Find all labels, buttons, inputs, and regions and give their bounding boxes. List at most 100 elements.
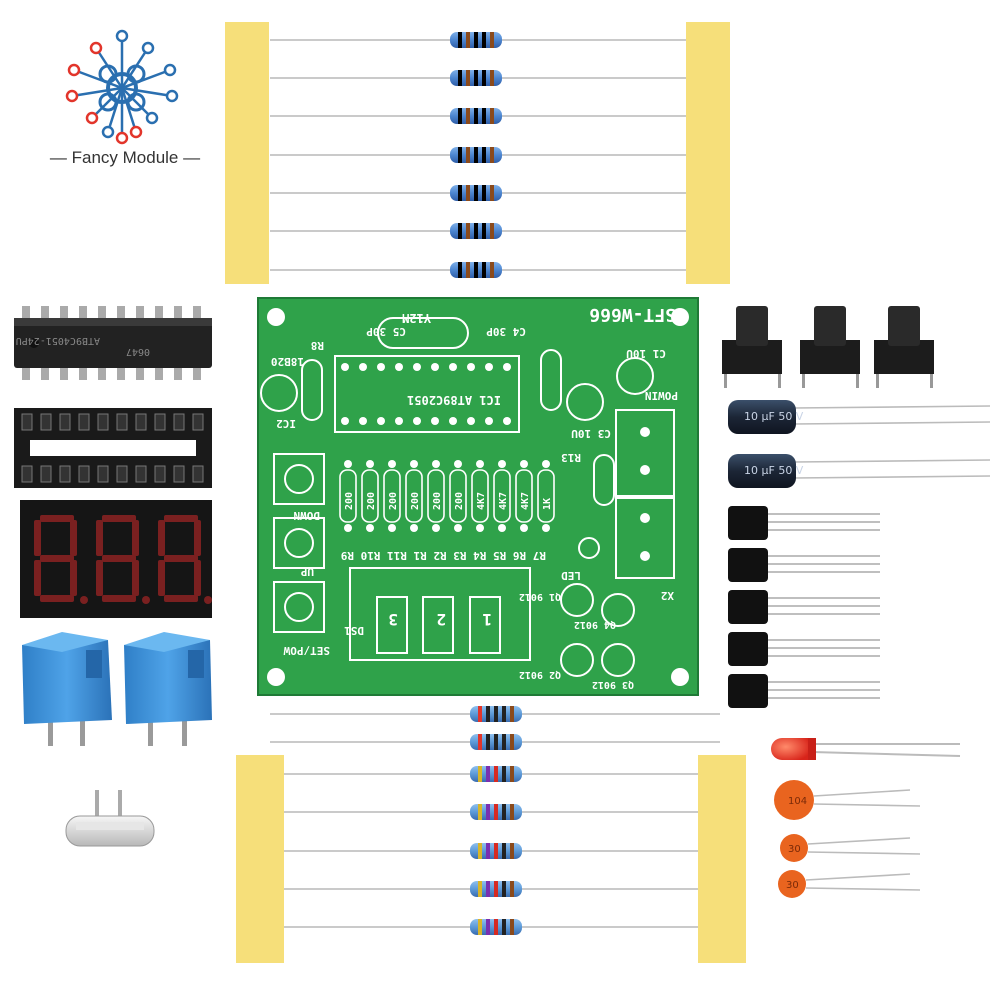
resistor-band bbox=[502, 706, 506, 722]
ceramic-lead bbox=[805, 887, 921, 891]
mcu-pad bbox=[341, 363, 349, 371]
display-segment bbox=[194, 520, 201, 556]
brand-label: Fancy Module bbox=[71, 148, 179, 167]
pcb-resistor-outline bbox=[405, 469, 423, 523]
pcb-resistor-value: 200 bbox=[454, 492, 465, 510]
display-segment bbox=[96, 520, 103, 556]
ic-socket bbox=[14, 408, 212, 488]
ceramic-lead bbox=[807, 837, 911, 845]
ic-pin bbox=[193, 306, 201, 320]
resistor-band bbox=[466, 223, 470, 239]
pcb-resistor-value: 1K bbox=[542, 498, 553, 510]
display-segment bbox=[34, 560, 41, 596]
resistor-band bbox=[466, 185, 470, 201]
button-leg bbox=[876, 370, 879, 388]
pcb-powin: POWIN bbox=[645, 389, 678, 402]
resistor-band bbox=[490, 223, 494, 239]
resistor-strip-bottom bbox=[236, 706, 746, 963]
resistor bbox=[270, 32, 686, 48]
mcu-pad bbox=[377, 363, 385, 371]
pcb-pad bbox=[366, 524, 374, 532]
pcb-led: LED bbox=[561, 569, 581, 582]
pcb-resistor-outline bbox=[471, 469, 489, 523]
socket-slot bbox=[59, 465, 71, 483]
socket-slot bbox=[135, 465, 147, 483]
display-segment bbox=[102, 515, 136, 522]
resistor-band bbox=[490, 262, 494, 278]
resistor-band bbox=[466, 108, 470, 124]
ic-code: 0647 bbox=[126, 346, 150, 357]
resistor-band bbox=[466, 147, 470, 163]
pcb-pad bbox=[520, 524, 528, 532]
display-segment bbox=[96, 560, 103, 596]
socket-slot bbox=[78, 465, 90, 483]
transistor-strip bbox=[728, 506, 880, 708]
ic-pin bbox=[60, 366, 68, 380]
resistor-band bbox=[494, 766, 498, 782]
mcu-pad bbox=[413, 363, 421, 371]
pcb-pad bbox=[432, 524, 440, 532]
resistor bbox=[270, 185, 686, 201]
resistor-band bbox=[482, 32, 486, 48]
tactile-buttons bbox=[722, 306, 934, 388]
dip-ic: ATB9C4051-24PU 0647 bbox=[14, 306, 212, 380]
resistor-band bbox=[486, 843, 490, 859]
button-leg bbox=[930, 370, 933, 388]
resistor-strip-top bbox=[225, 22, 730, 284]
display-segment bbox=[194, 560, 201, 596]
ceramic-body bbox=[774, 780, 814, 820]
resistor bbox=[284, 919, 698, 935]
cap-body bbox=[728, 454, 796, 488]
ic-pin bbox=[22, 366, 30, 380]
socket-slot bbox=[135, 413, 147, 431]
pcb-pad bbox=[410, 524, 418, 532]
mcu-pad bbox=[341, 417, 349, 425]
resistor-band bbox=[486, 804, 490, 820]
ceramic-marking: 104 bbox=[788, 796, 807, 807]
mcu-pad bbox=[449, 363, 457, 371]
button-cap bbox=[736, 306, 768, 346]
pcb-pad bbox=[498, 460, 506, 468]
pcb-ic2: IC2 bbox=[276, 417, 296, 430]
resistor-band bbox=[502, 766, 506, 782]
resistor-band bbox=[486, 706, 490, 722]
resistor-band bbox=[458, 70, 462, 86]
pcb-resistor-value: 4K7 bbox=[498, 492, 509, 510]
display-segment bbox=[158, 560, 165, 596]
socket-slot bbox=[78, 413, 90, 431]
pcb-c3: C3 10U bbox=[571, 427, 611, 440]
ic-pin bbox=[193, 366, 201, 380]
display-segment bbox=[40, 555, 74, 562]
resistor-band bbox=[482, 70, 486, 86]
resistor-band bbox=[494, 706, 498, 722]
resistor-band bbox=[510, 919, 514, 935]
resistor-band bbox=[458, 32, 462, 48]
mcu-pad bbox=[485, 417, 493, 425]
resistor-band bbox=[510, 766, 514, 782]
cap-lead bbox=[793, 475, 991, 479]
button-leg bbox=[856, 370, 859, 388]
resistor-band bbox=[494, 804, 498, 820]
display-segment bbox=[102, 555, 136, 562]
pcb-pad bbox=[344, 460, 352, 468]
pcb-pad bbox=[454, 524, 462, 532]
ic-pin bbox=[155, 366, 163, 380]
resistor-band bbox=[502, 843, 506, 859]
cap-lead bbox=[793, 405, 991, 409]
ic-pin bbox=[174, 306, 182, 320]
mcu-pad bbox=[503, 363, 511, 371]
resistor-band bbox=[494, 734, 498, 750]
cap-rating: 10 μF 50 V bbox=[744, 464, 804, 477]
resistor-band bbox=[474, 262, 478, 278]
resistor-band bbox=[482, 185, 486, 201]
display-dot bbox=[80, 596, 88, 604]
pcb-resistor-outline bbox=[383, 469, 401, 523]
resistor-band bbox=[478, 919, 482, 935]
crystal-oscillator bbox=[65, 790, 155, 847]
resistor bbox=[284, 881, 698, 897]
socket-slot bbox=[192, 465, 204, 483]
resistor-band bbox=[458, 223, 462, 239]
ceramic-marking: 30 bbox=[786, 880, 799, 891]
pcb-pad bbox=[520, 460, 528, 468]
resistor-band bbox=[478, 706, 482, 722]
